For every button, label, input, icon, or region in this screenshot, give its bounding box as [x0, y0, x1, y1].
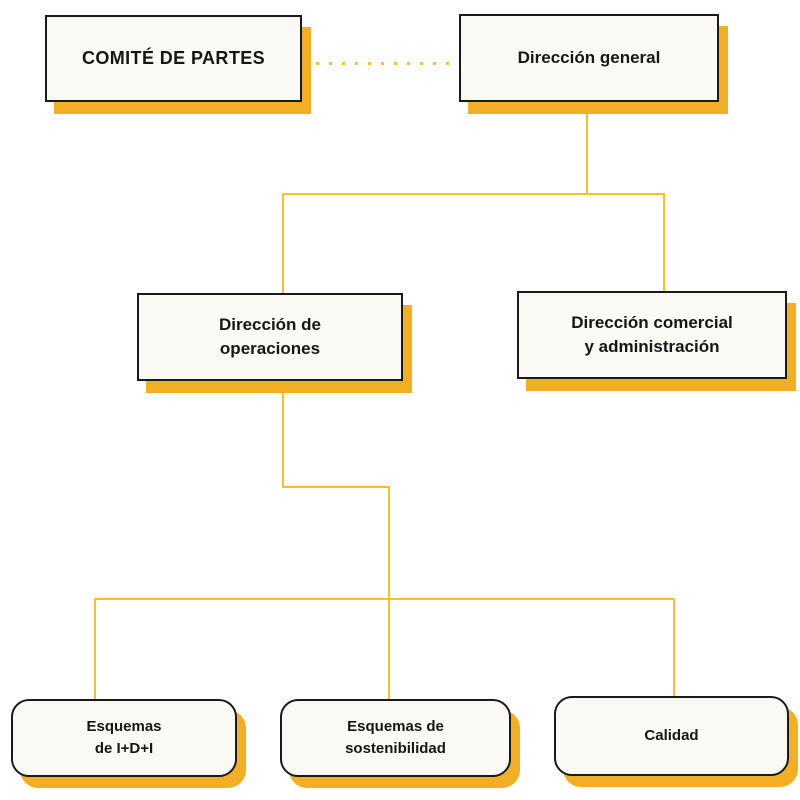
connector-operaciones-down — [282, 379, 284, 488]
node-calidad: Calidad — [554, 696, 789, 776]
node-label: de I+D+I — [94, 740, 154, 757]
node-direccion-general: Dirección general — [459, 14, 719, 102]
node-label: Dirección de — [218, 315, 322, 335]
node-label: Dirección comercial — [571, 313, 733, 333]
node-comite-de-partes: COMITÉ DE PARTES — [45, 15, 302, 102]
node-direccion-de-operaciones: Dirección de operaciones — [137, 293, 403, 381]
connector-operaciones-elbow — [282, 486, 390, 488]
node-label: COMITÉ DE PARTES — [81, 47, 266, 68]
node-direccion-comercial-y-administracion: Dirección comercial y administración — [517, 291, 787, 379]
node-label: y administración — [584, 337, 720, 356]
connector-to-sostenibilidad — [388, 486, 390, 701]
node-esquemas-de-sostenibilidad: Esquemas de sostenibilidad — [280, 699, 511, 777]
node-label: Esquemas — [86, 717, 162, 735]
node-label: Dirección general — [517, 48, 661, 68]
connector-general-down — [586, 101, 588, 194]
connector-to-operaciones — [282, 193, 284, 295]
node-label: Esquemas de — [347, 717, 444, 735]
connector-to-idi — [94, 598, 96, 701]
connector-level2-rail — [282, 193, 665, 195]
node-label: Calidad — [644, 726, 699, 744]
node-esquemas-de-idi: Esquemas de I+D+I — [11, 699, 237, 777]
connector-level3-rail — [95, 598, 675, 600]
connector-to-calidad — [673, 598, 675, 698]
node-label: operaciones — [219, 339, 321, 358]
node-label: sostenibilidad — [345, 740, 446, 757]
connector-comite-to-general-dotted — [316, 62, 458, 65]
connector-to-comercial — [663, 193, 665, 293]
